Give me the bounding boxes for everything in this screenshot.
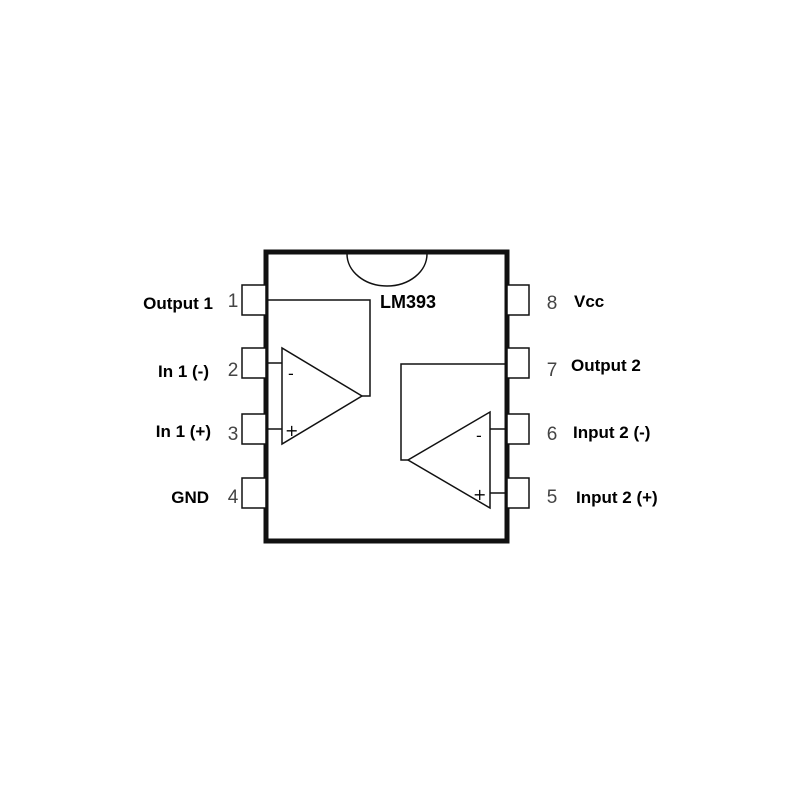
comparator-2-symbol [406, 410, 491, 510]
pin-1-lead [241, 284, 267, 316]
comparator-1-plus-sign: + [285, 421, 298, 440]
pin-7-name: Output 2 [571, 356, 641, 375]
pin-4-name: GND [171, 488, 209, 507]
pin-2-lead [241, 347, 267, 379]
chip-label: LM393 [380, 292, 436, 312]
pin-2-number: 2 [228, 360, 239, 381]
pin-6-name: Input 2 (-) [573, 423, 650, 442]
pin-7-number: 7 [547, 360, 558, 381]
pin-8-number: 8 [547, 293, 558, 314]
comparator-1-output-wire [266, 299, 371, 397]
comparator-1-symbol [281, 346, 364, 446]
pin-6-number: 6 [547, 424, 558, 445]
pin-5-lead [506, 477, 530, 509]
pin-3-lead [241, 413, 267, 445]
pin-8-lead [506, 284, 530, 316]
comparator-2-output-wire [400, 363, 507, 461]
pin-5-number: 5 [547, 487, 558, 508]
pin-4-lead [241, 477, 267, 509]
pin-8-name: Vcc [574, 292, 604, 311]
pin-3-name: In 1 (+) [156, 422, 211, 441]
pin-5-name: Input 2 (+) [576, 488, 658, 507]
chip-body [263, 249, 510, 544]
comparator-2-minus-sign: - [476, 426, 482, 445]
comparator-2-plus-sign: + [473, 485, 486, 504]
pin-4-number: 4 [228, 487, 239, 508]
pin-6-lead [506, 413, 530, 445]
comparator-1-minus-sign: - [288, 364, 294, 383]
orientation-notch [346, 253, 428, 287]
pin-2-name: In 1 (-) [158, 362, 209, 381]
pin-1-number: 1 [228, 291, 239, 312]
pin-7-lead [506, 347, 530, 379]
pin-3-number: 3 [228, 424, 239, 445]
pin-1-name: Output 1 [143, 294, 213, 313]
